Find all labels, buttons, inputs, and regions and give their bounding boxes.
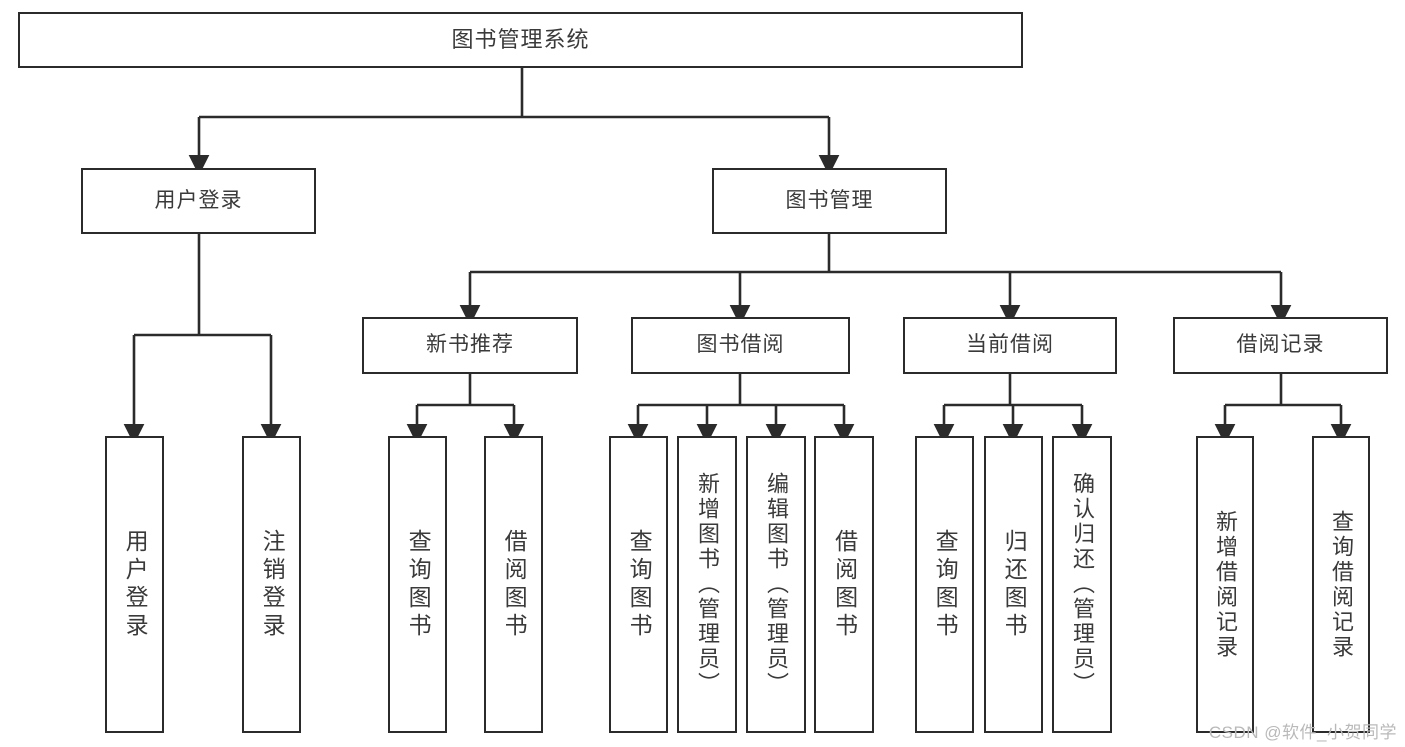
node-label: 借阅记录	[1236, 333, 1325, 357]
leaf-records-query-record[interactable]: 查询借阅记录	[1312, 436, 1370, 733]
leaf-label: 新增图书（管理员）	[694, 472, 720, 697]
node-current-borrow[interactable]: 当前借阅	[903, 317, 1117, 374]
leaf-recommend-query-book[interactable]: 查询图书	[388, 436, 447, 733]
node-label: 图书管理	[785, 188, 874, 212]
leaf-label: 查询图书	[405, 528, 432, 641]
node-borrow-records[interactable]: 借阅记录	[1173, 317, 1388, 374]
node-label: 新书推荐	[426, 333, 514, 357]
node-new-book-recommend[interactable]: 新书推荐	[362, 317, 578, 374]
leaf-borrow-query-book[interactable]: 查询图书	[609, 436, 668, 733]
leaf-label: 编辑图书（管理员）	[763, 472, 789, 697]
leaf-user-login-logout[interactable]: 注销登录	[242, 436, 301, 733]
leaf-current-query-book[interactable]: 查询图书	[915, 436, 974, 733]
leaf-label: 借阅图书	[501, 528, 528, 641]
node-root-system[interactable]: 图书管理系统	[18, 12, 1023, 68]
leaf-label: 确认归还（管理员）	[1069, 472, 1095, 697]
node-book-management[interactable]: 图书管理	[712, 168, 947, 234]
node-label: 图书管理系统	[451, 27, 590, 53]
node-label: 图书借阅	[696, 333, 785, 357]
leaf-borrow-edit-book-admin[interactable]: 编辑图书（管理员）	[746, 436, 806, 733]
leaf-label: 查询图书	[932, 528, 959, 641]
leaf-label: 借阅图书	[831, 528, 858, 641]
leaf-recommend-borrow-book[interactable]: 借阅图书	[484, 436, 543, 733]
watermark-text: CSDN @软件_小贺同学	[1208, 723, 1397, 742]
node-user-login[interactable]: 用户登录	[81, 168, 316, 234]
leaf-borrow-borrow-book[interactable]: 借阅图书	[814, 436, 874, 733]
node-label: 用户登录	[154, 188, 243, 212]
leaf-user-login-login[interactable]: 用户登录	[105, 436, 164, 733]
leaf-label: 新增借阅记录	[1212, 509, 1238, 660]
leaf-label: 用户登录	[122, 528, 149, 641]
node-label: 当前借阅	[966, 333, 1054, 357]
leaf-label: 查询图书	[626, 528, 653, 641]
leaf-records-add-record[interactable]: 新增借阅记录	[1196, 436, 1254, 733]
leaf-label: 归还图书	[1001, 528, 1028, 641]
leaf-current-return-book[interactable]: 归还图书	[984, 436, 1043, 733]
leaf-label: 注销登录	[259, 528, 286, 641]
leaf-borrow-add-book-admin[interactable]: 新增图书（管理员）	[677, 436, 737, 733]
leaf-label: 查询借阅记录	[1328, 509, 1354, 660]
leaf-current-confirm-return-admin[interactable]: 确认归还（管理员）	[1052, 436, 1112, 733]
node-book-borrow[interactable]: 图书借阅	[631, 317, 850, 374]
